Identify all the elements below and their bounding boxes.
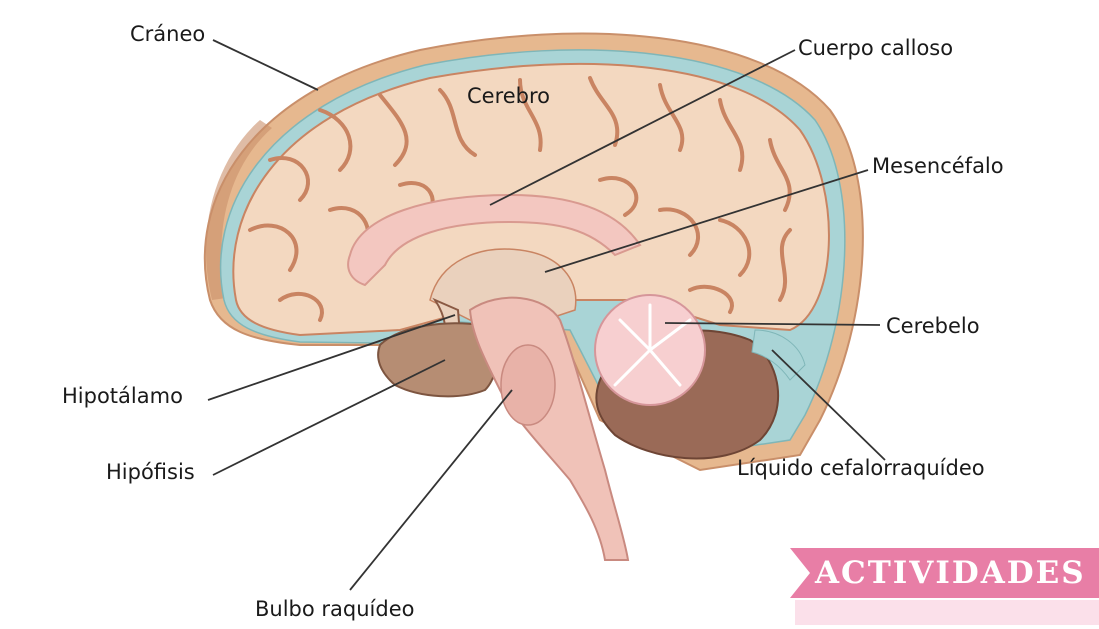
label-bulbo: Bulbo raquídeo [255,599,414,620]
label-liquido: Líquido cefalorraquídeo [737,458,985,479]
activities-title: ACTIVIDADES [815,553,1086,593]
label-hipofisis: Hipófisis [106,462,195,483]
medulla-oval [501,345,555,425]
label-cerebelo: Cerebelo [886,316,980,337]
label-hipotalamo: Hipotálamo [62,386,183,407]
label-cerebro: Cerebro [467,86,550,107]
activities-box [795,600,1099,625]
label-cuerpo-calloso: Cuerpo calloso [798,38,953,59]
label-craneo: Cráneo [130,24,205,45]
label-mesencefalo: Mesencéfalo [872,156,1004,177]
